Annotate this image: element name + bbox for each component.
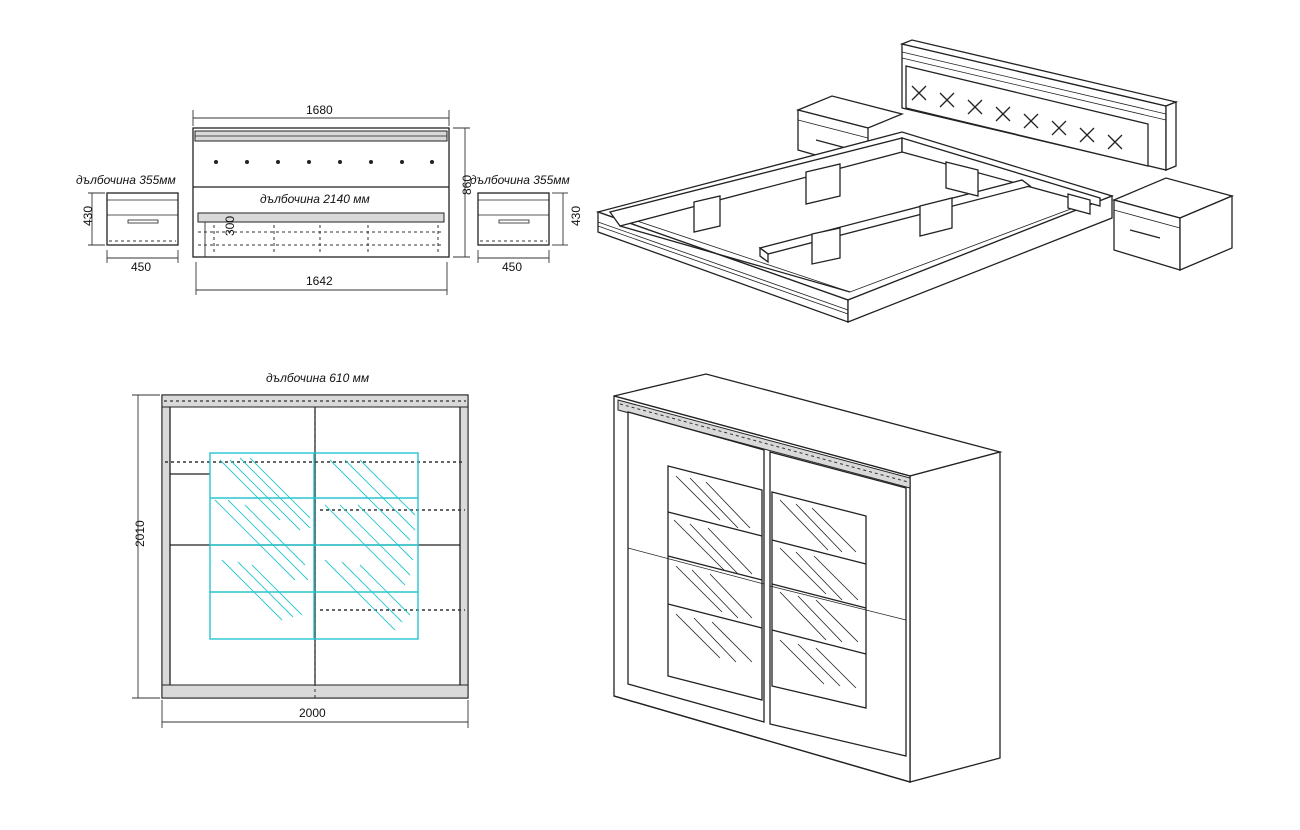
wardrobe-width-label: 2000 [299,706,326,720]
bed-front-view [192,110,470,295]
wardrobe-height-label: 2010 [133,520,147,547]
nightstand-right-depth-label: дълбочина 355мм [470,173,570,187]
nightstand-left-width-label: 450 [131,260,151,274]
bed-isometric-view [595,39,1234,323]
bed-base-width-label: 1642 [306,274,333,288]
bed-depth-label: дълбочина 2140 мм [260,192,370,206]
nightstand-left-depth-label: дълбочина 355мм [76,173,176,187]
nightstand-right-height-label: 430 [569,206,583,226]
nightstand-right-front [477,192,568,263]
nightstand-left-height-label: 430 [81,206,95,226]
wardrobe-front-view [132,394,469,728]
nightstand-left-front [88,192,179,263]
wardrobe-depth-label: дълбочина 610 мм [266,371,369,385]
drawer-handle-icon [498,219,530,224]
headboard-studs [214,160,434,164]
bed-height-label: 860 [460,175,474,195]
bed-width-label: 1680 [306,103,333,117]
bed-drawer-height-label: 300 [223,216,237,236]
mirror-hatching [214,457,416,631]
drawer-handle-icon [127,219,159,224]
nightstand-right-width-label: 450 [502,260,522,274]
wardrobe-isometric-view [613,373,1003,783]
headboard-cross-pattern [911,85,1123,150]
wardrobe-mirror-hatching [673,475,859,689]
